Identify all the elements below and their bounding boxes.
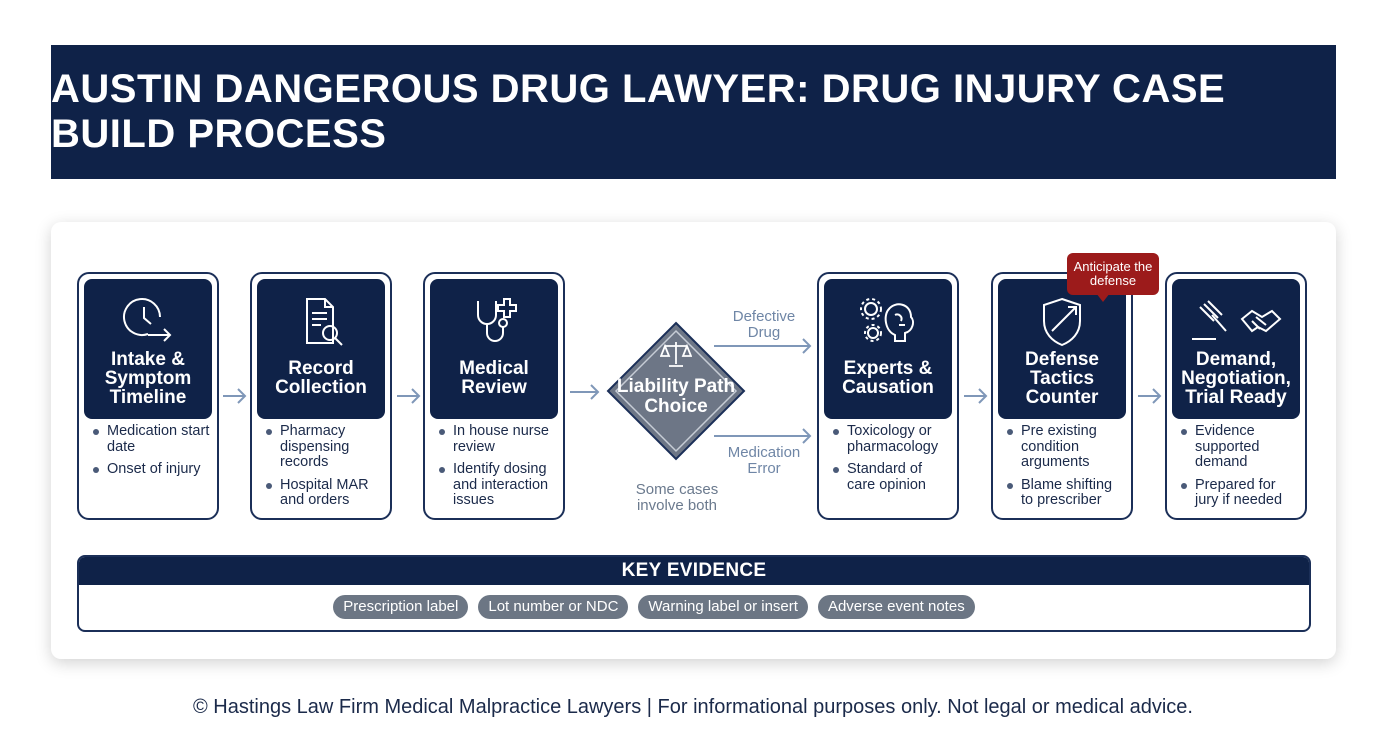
flow-arrow (397, 388, 421, 404)
flow-arrow (1138, 388, 1162, 404)
title-banner: AUSTIN DANGEROUS DRUG LAWYER: DRUG INJUR… (51, 45, 1336, 179)
branch-arrow-bottom (714, 428, 812, 444)
badge-pointer (1096, 293, 1110, 302)
gavel-handshake-icon (1172, 295, 1300, 351)
list-item: Toxicology or pharmacology (827, 423, 953, 455)
step-bullets: Pharmacy dispensing records Hospital MAR… (260, 423, 386, 516)
step-title: Medical Review (459, 358, 529, 398)
flow-arrow (570, 384, 600, 400)
footer-disclaimer: © Hastings Law Firm Medical Malpractice … (193, 696, 1193, 718)
key-evidence-panel: KEY EVIDENCE Prescription label Lot numb… (77, 555, 1311, 632)
list-item: Pharmacy dispensing records (260, 423, 386, 471)
flow-arrow (964, 388, 988, 404)
step-records: Record Collection Pharmacy dispensing re… (250, 272, 392, 520)
list-item: Medication start date (87, 423, 213, 455)
step-bullets: In house nurse review Identify dosing an… (433, 423, 559, 516)
flow-arrow (223, 388, 247, 404)
list-item: Standard of care opinion (827, 461, 953, 493)
step-title: Intake & Symptom Timeline (104, 348, 192, 408)
gears-brain-icon (824, 295, 952, 351)
step-experts: Experts & Causation Toxicology or pharma… (817, 272, 959, 520)
step-header: Defense Tactics Counter (998, 279, 1126, 419)
list-item: Hospital MAR and orders (260, 477, 386, 509)
step-intake: Intake & Symptom Timeline Medication sta… (77, 272, 219, 520)
liability-decision: Liability Path Choice (604, 319, 748, 463)
step-header: Experts & Causation (824, 279, 952, 419)
evidence-chips: Prescription label Lot number or NDC War… (79, 595, 1309, 619)
step-defense: Defense Tactics Counter Pre existing con… (991, 272, 1133, 520)
step-title: Record Collection (275, 358, 367, 398)
shield-arrow-icon (998, 295, 1126, 351)
step-header: Intake & Symptom Timeline (84, 279, 212, 419)
evidence-chip: Warning label or insert (638, 595, 808, 619)
step-bullets: Toxicology or pharmacology Standard of c… (827, 423, 953, 500)
branch-label-error: Medication Error (727, 444, 801, 477)
list-item: In house nurse review (433, 423, 559, 455)
step-medical-review: Medical Review In house nurse review Ide… (423, 272, 565, 520)
branch-label-defective: Defective Drug (732, 308, 796, 341)
step-header: Demand, Negotiation, Trial Ready (1172, 279, 1300, 419)
step-header: Record Collection (257, 279, 385, 419)
page-title: AUSTIN DANGEROUS DRUG LAWYER: DRUG INJUR… (51, 67, 1226, 156)
document-search-icon (257, 295, 385, 351)
evidence-chip: Lot number or NDC (478, 595, 629, 619)
list-item: Onset of injury (87, 461, 213, 478)
step-demand: Demand, Negotiation, Trial Ready Evidenc… (1165, 272, 1307, 520)
evidence-chip: Prescription label (333, 595, 469, 619)
diamond-shape (606, 321, 746, 461)
list-item: Prepared for jury if needed (1175, 477, 1301, 509)
evidence-chip: Adverse event notes (817, 595, 975, 619)
step-header: Medical Review (430, 279, 558, 419)
list-item: Identify dosing and interaction issues (433, 461, 559, 509)
step-title: Defense Tactics Counter (1025, 348, 1099, 408)
list-item: Blame shifting to prescriber (1001, 477, 1127, 509)
step-bullets: Pre existing condition arguments Blame s… (1001, 423, 1127, 516)
step-bullets: Evidence supported demand Prepared for j… (1175, 423, 1301, 516)
list-item: Pre existing condition arguments (1001, 423, 1127, 471)
branch-arrow-top (714, 338, 812, 354)
step-bullets: Medication start date Onset of injury (87, 423, 213, 485)
decision-note: Some cases involve both (635, 481, 719, 514)
anticipate-defense-badge: Anticipate the defense (1067, 253, 1159, 295)
step-title: Demand, Negotiation, Trial Ready (1181, 348, 1291, 408)
step-title: Experts & Causation (842, 358, 934, 398)
stethoscope-plus-icon (430, 295, 558, 351)
list-item: Evidence supported demand (1175, 423, 1301, 471)
decision-label: Liability Path Choice (616, 376, 736, 417)
clock-arrow-icon (84, 295, 212, 351)
scales-icon (659, 339, 693, 374)
key-evidence-title: KEY EVIDENCE (79, 557, 1309, 585)
